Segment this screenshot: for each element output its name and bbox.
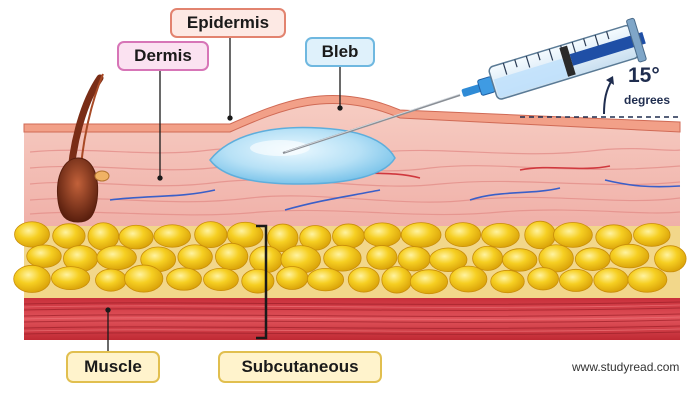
angle-unit: degrees	[624, 93, 671, 107]
fat-cell	[472, 245, 504, 271]
fat-cell	[633, 223, 671, 247]
fat-cell	[449, 265, 488, 293]
fat-cell	[363, 222, 402, 247]
syringe-icon	[461, 17, 647, 100]
fat-cell	[502, 248, 538, 272]
fat-cell	[444, 222, 482, 248]
fat-cell	[95, 268, 127, 292]
fat-cell	[538, 244, 574, 273]
fat-cell	[26, 244, 62, 268]
fat-cell	[627, 266, 668, 293]
fat-cell	[609, 243, 650, 269]
fat-cell	[381, 266, 413, 294]
fat-cell	[52, 223, 86, 249]
fat-cell	[241, 268, 275, 294]
fat-cells	[13, 220, 687, 295]
fat-cell	[574, 247, 611, 271]
fat-cell	[215, 242, 249, 271]
watermark: www.studyread.com	[572, 360, 680, 374]
fat-cell	[226, 221, 264, 248]
needle	[282, 93, 461, 155]
subcutaneous-bracket	[256, 224, 268, 340]
fat-cell	[366, 245, 398, 270]
fat-cell	[96, 245, 137, 271]
fat-cell	[559, 268, 593, 292]
fat-cell	[166, 267, 202, 291]
fat-cell	[490, 269, 525, 294]
fat-cell	[400, 222, 442, 248]
fat-cell	[332, 223, 365, 249]
dermis-label: Dermis	[117, 41, 209, 71]
leader-lines	[105, 38, 343, 351]
fat-cell	[527, 267, 559, 291]
fat-cell	[429, 247, 468, 273]
epidermis-layer	[23, 94, 681, 133]
fat-cell	[51, 266, 91, 291]
fat-cell	[654, 245, 687, 273]
subcutaneous-label: Subcutaneous	[218, 351, 382, 383]
fat-cell	[307, 267, 345, 292]
epidermis-label: Epidermis	[170, 8, 286, 38]
fat-cell	[347, 266, 380, 293]
fat-cell	[593, 267, 629, 293]
angle-value: 15°	[628, 64, 660, 87]
fat-cell	[323, 244, 362, 272]
fat-cell	[276, 266, 309, 290]
fat-cell	[553, 222, 593, 248]
fat-cell	[13, 264, 51, 293]
fat-cell	[118, 224, 154, 250]
hair-follicle-icon	[56, 73, 110, 223]
fat-cell	[194, 221, 228, 249]
fat-cell	[14, 221, 50, 248]
muscle-label: Muscle	[66, 351, 160, 383]
fat-cell	[481, 222, 520, 248]
bleb	[209, 126, 396, 185]
angle-arc-icon	[520, 76, 680, 118]
fat-cell	[409, 269, 449, 295]
fat-cell	[124, 264, 164, 293]
fat-cell	[203, 267, 239, 292]
fat-cell	[177, 244, 213, 270]
bleb-label: Bleb	[305, 37, 375, 67]
fat-cell	[153, 224, 191, 248]
fat-cell	[267, 223, 299, 253]
fat-cell	[524, 220, 556, 250]
bleb-highlight	[250, 140, 310, 156]
